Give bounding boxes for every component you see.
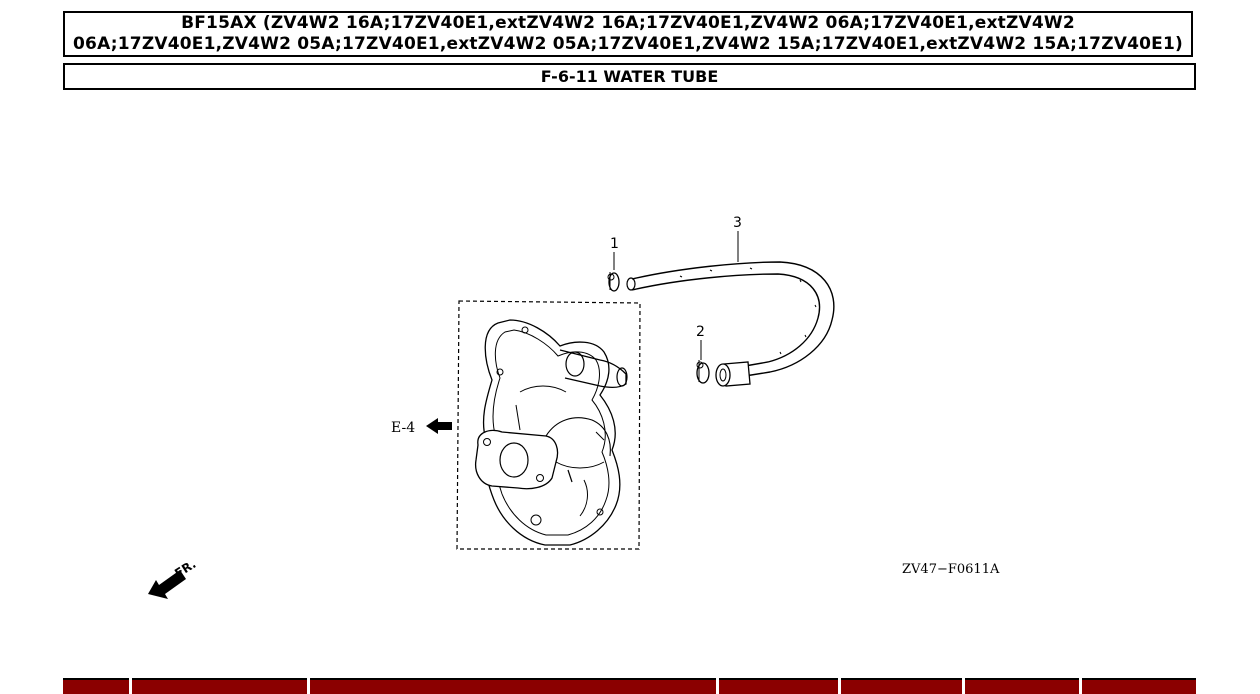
table-header-cell	[719, 678, 838, 694]
water-pump-assembly[interactable]	[456, 300, 641, 550]
drawing-code: ZV47−F0611A	[902, 562, 1000, 577]
callout-2[interactable]: 2	[696, 324, 705, 360]
callout-3-label: 3	[733, 215, 742, 231]
table-header-cell	[63, 678, 129, 694]
table-header-cell	[841, 678, 962, 694]
table-header-cell	[132, 678, 307, 694]
reference-label: E-4	[391, 420, 415, 436]
callout-2-label: 2	[696, 324, 705, 340]
reference-arrow[interactable]: E-4	[391, 418, 452, 436]
table-header-cell	[965, 678, 1079, 694]
clip-1[interactable]	[607, 272, 620, 292]
water-tube[interactable]	[626, 261, 835, 387]
table-header-cell	[310, 678, 716, 694]
callout-1-label: 1	[610, 236, 619, 252]
table-header-cell	[1082, 678, 1196, 694]
callout-3[interactable]: 3	[733, 215, 742, 262]
section-title: F-6-11 WATER TUBE	[63, 63, 1196, 90]
page-title: BF15AX (ZV4W2 16A;17ZV40E1,extZV4W2 16A;…	[63, 11, 1193, 57]
clip-2[interactable]	[696, 360, 710, 384]
front-direction-arrow: FR.	[148, 557, 198, 599]
callout-1[interactable]: 1	[610, 236, 619, 270]
